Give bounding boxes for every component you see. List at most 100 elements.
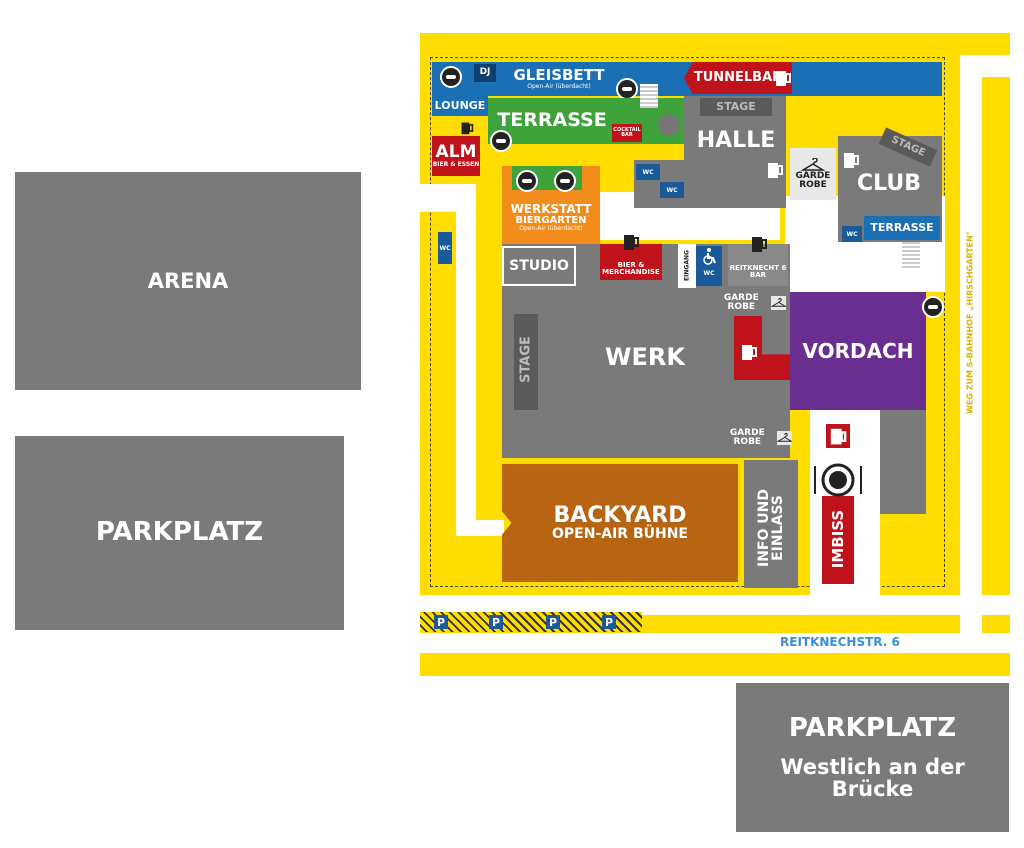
imbiss-area: IMBISS	[822, 496, 854, 584]
parking-icon-4: P	[602, 615, 616, 629]
club-label: CLUB	[856, 171, 921, 197]
hanger-icon-club	[801, 157, 825, 171]
werkstatt-label: WERKSTATT	[510, 202, 592, 217]
studio-box: STUDIO	[502, 246, 576, 286]
arena-label: ARENA	[147, 268, 229, 293]
accessible-wc: WC	[696, 246, 722, 286]
werk-title: WERK	[590, 340, 700, 376]
werk-label: WERK	[605, 343, 685, 372]
garderobe-bottom: GARDE ROBE	[722, 426, 792, 450]
path-right-top	[960, 55, 1010, 77]
werkstatt-text: WERKSTATT BIERGARTEN Open-Air (überdacht…	[504, 196, 598, 240]
merch-beer-icon	[624, 235, 639, 250]
lounge-label: LOUNGE	[432, 96, 488, 116]
hanger-icon-bottom	[776, 431, 792, 445]
eingang-label: EINGANG	[683, 250, 691, 281]
wc-icon-club: WC	[842, 226, 862, 242]
parkplatz-south-title: PARKPLATZ	[788, 712, 957, 743]
path-left-top	[420, 184, 476, 212]
cocktail-bar: COCKTAIL BAR	[612, 124, 642, 142]
dj-sign-icon	[440, 66, 462, 88]
halle-stage-label: STAGE	[716, 100, 756, 114]
halle-title: HALLE	[688, 124, 784, 158]
garderobe-club: GARDE ROBE	[790, 148, 836, 200]
werkstatt-sign-icon-1	[516, 170, 538, 192]
tunnelbar-block: TUNNELBAR	[684, 62, 792, 94]
parking-icon-3: P	[546, 615, 560, 629]
wheelchair-icon	[703, 248, 716, 265]
parking-icon-1: P	[434, 615, 448, 629]
wc-icon-left: WC	[438, 232, 452, 264]
vordach-label: VORDACH	[802, 338, 914, 363]
club-beer-icon	[844, 153, 859, 168]
path-left	[456, 184, 476, 536]
studio-label: STUDIO	[509, 257, 569, 274]
garderobe-bottom-label: GARDE ROBE	[729, 427, 765, 447]
stairs-top	[640, 84, 658, 108]
street-label: REITKNECHSTR. 6	[780, 635, 900, 649]
parkplatz-south-sub2: Brücke	[831, 777, 914, 802]
plate-icon	[814, 463, 862, 497]
werk-stage-label: STAGE	[518, 336, 534, 383]
club-terrasse: TERRASSE	[864, 216, 940, 240]
garderobe-werk: GARDE ROBE	[716, 292, 786, 314]
hanger-icon-werk	[770, 296, 786, 310]
path-right-inner	[960, 55, 982, 645]
vordach-sign-icon	[922, 296, 944, 318]
alm-label: ALM	[435, 141, 477, 162]
backyard-sub: OPEN-AIR BÜHNE	[552, 526, 688, 543]
club-terrasse-label: TERRASSE	[870, 221, 934, 235]
werkstatt-sub2: Open-Air (überdacht)	[519, 225, 583, 233]
garderobe-werk-label: GARDE ROBE	[723, 292, 759, 312]
tunnelbar-beer-icon	[776, 71, 791, 86]
parkplatz-west: PARKPLATZ	[15, 436, 344, 630]
backyard-area: BACKYARD OPEN-AIR BÜHNE	[502, 464, 738, 582]
vordach-area: VORDACH	[790, 292, 926, 410]
street-band	[420, 653, 1010, 676]
dj-label: DJ	[479, 67, 491, 78]
gleisbett-label: GLEISBETT	[513, 65, 605, 84]
halle-stage: STAGE	[700, 98, 772, 116]
venue-dashed-border	[430, 57, 945, 587]
parkplatz-south-sub1: Westlich an der	[780, 755, 965, 780]
alm-beer-icon	[461, 122, 474, 135]
alm-sub: BIER & ESSEN	[432, 160, 480, 168]
lounge-text: LOUNGE	[434, 99, 486, 113]
werkstatt-sub: BIERGARTEN	[515, 214, 587, 226]
wc-icon-halle-1: WC	[636, 164, 660, 180]
terrasse-top-label: TERRASSE	[497, 109, 607, 132]
backyard-label: BACKYARD	[553, 503, 687, 529]
right-gray-block	[880, 410, 926, 514]
bier-merch-label: BIER & MERCHANDISE	[602, 260, 660, 276]
info-einlass: INFO UND EINLASS	[744, 460, 798, 588]
gleisbett-sub: Open-Air (überdacht)	[527, 82, 591, 90]
parkplatz-west-label: PARKPLATZ	[95, 517, 264, 548]
terrasse-circle	[658, 114, 680, 136]
eingang-strip: EINGANG	[678, 244, 696, 288]
path-lower	[420, 595, 1010, 615]
wc-icon-halle-2: WC	[660, 182, 684, 198]
dj-box: DJ	[474, 64, 496, 82]
path-left-bottom	[456, 520, 504, 536]
info-label: INFO UND EINLASS	[756, 489, 786, 567]
halle-label: HALLE	[696, 128, 776, 154]
halle-beer-icon	[768, 163, 783, 178]
tunnelbar-label: TUNNELBAR	[693, 70, 783, 86]
cocktail-bar-label: COCKTAIL BAR	[613, 126, 641, 138]
werk-stage: STAGE	[514, 314, 538, 410]
path-label: WEG ZUM S-BAHNHOF „HIRSCHGARTEN"	[963, 200, 977, 450]
imbiss-beer-icon	[826, 424, 850, 448]
gleisbett-sign-icon	[616, 78, 638, 100]
werkstatt-sign-icon-2	[554, 170, 576, 192]
club-title: CLUB	[846, 168, 932, 200]
arena-area: ARENA	[15, 172, 361, 390]
stairs-club	[902, 242, 920, 268]
reitknecht-beer-icon	[752, 237, 767, 252]
reitknecht-label: REITKNECHT 6 BAR	[729, 263, 787, 279]
parking-icon-2: P	[489, 615, 503, 629]
parkplatz-south: PARKPLATZ Westlich an der Brücke	[736, 683, 1009, 832]
gleisbett-title: GLEISBETT Open-Air (überdacht)	[500, 64, 618, 94]
imbiss-label: IMBISS	[829, 509, 847, 569]
terrasse-sign-icon	[490, 130, 512, 152]
werk-bar-beer-icon	[742, 345, 757, 360]
